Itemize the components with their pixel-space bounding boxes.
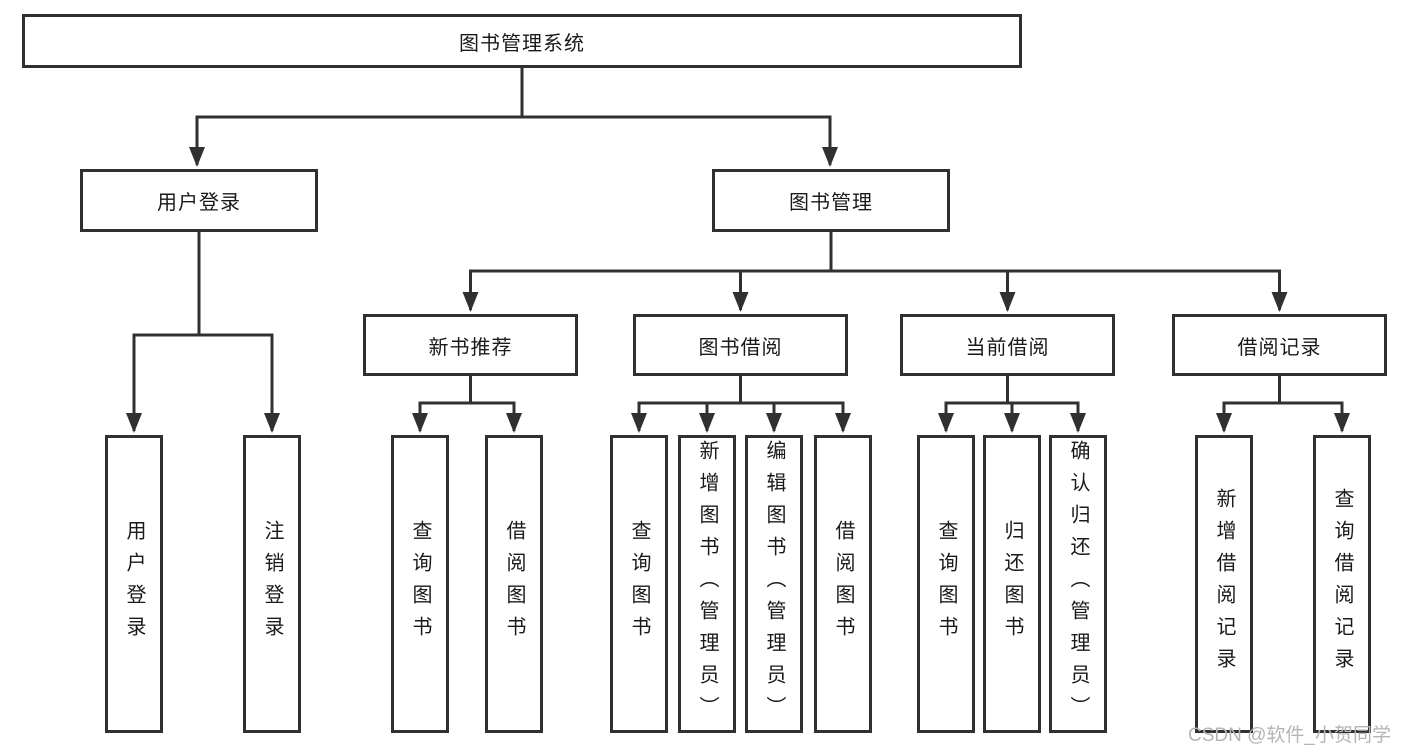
node-label: 注销登录: [261, 520, 283, 648]
edge-current-to-leaves: [938, 376, 1086, 433]
leaf-query-book: 查询图书: [917, 435, 975, 733]
node-label: 借阅图书: [832, 520, 854, 648]
node-label: 用户登录: [123, 520, 145, 648]
node-user-login: 用户登录: [80, 169, 318, 232]
leaf-query-borrow-record: 查询借阅记录: [1313, 435, 1371, 733]
node-borrow-record: 借阅记录: [1172, 314, 1387, 376]
node-current-borrow: 当前借阅: [900, 314, 1115, 376]
node-label: 归还图书: [1001, 520, 1023, 648]
leaf-borrow-book: 借阅图书: [814, 435, 872, 733]
node-label: 新增借阅记录: [1213, 488, 1235, 680]
node-label: 编辑图书（管理员）: [763, 440, 785, 728]
node-label: 新增图书（管理员）: [696, 440, 718, 728]
edge-root-to-level2: [189, 68, 838, 167]
node-label: 查询图书: [409, 520, 431, 648]
node-new-book-recommend: 新书推荐: [363, 314, 578, 376]
node-label: 新书推荐: [428, 336, 513, 359]
leaf-query-book: 查询图书: [610, 435, 668, 733]
edge-new-rec-to-leaves: [412, 376, 522, 433]
csdn-watermark: CSDN @软件_小贺同学: [1188, 725, 1391, 746]
node-label: 查询图书: [935, 520, 957, 648]
leaf-add-borrow-record: 新增借阅记录: [1195, 435, 1253, 733]
edge-book-mgmt-to-level3: [462, 232, 1288, 312]
leaf-borrow-book: 借阅图书: [485, 435, 543, 733]
node-book-management: 图书管理: [712, 169, 950, 232]
node-label: 借阅图书: [503, 520, 525, 648]
leaf-edit-book-admin: 编辑图书（管理员）: [745, 435, 803, 733]
node-label: 图书管理系统: [459, 32, 585, 55]
edge-borrow-to-leaves: [631, 376, 851, 433]
node-label: 图书借阅: [698, 336, 783, 359]
leaf-return-book: 归还图书: [983, 435, 1041, 733]
leaf-user-login: 用户登录: [105, 435, 163, 733]
node-label: 图书管理: [789, 192, 873, 214]
edge-user-login-to-leaves: [126, 232, 280, 433]
node-label: 查询图书: [628, 520, 650, 648]
node-label: 当前借阅: [965, 336, 1050, 359]
node-label: 查询借阅记录: [1331, 488, 1353, 680]
node-label: 用户登录: [157, 192, 241, 214]
leaf-add-book-admin: 新增图书（管理员）: [678, 435, 736, 733]
edge-record-to-leaves: [1216, 376, 1350, 433]
node-system-root: 图书管理系统: [22, 14, 1022, 68]
node-book-borrow: 图书借阅: [633, 314, 848, 376]
node-label: 确认归还（管理员）: [1067, 440, 1089, 728]
leaf-query-book: 查询图书: [391, 435, 449, 733]
leaf-logout: 注销登录: [243, 435, 301, 733]
node-label: 借阅记录: [1237, 336, 1322, 359]
leaf-confirm-return-admin: 确认归还（管理员）: [1049, 435, 1107, 733]
